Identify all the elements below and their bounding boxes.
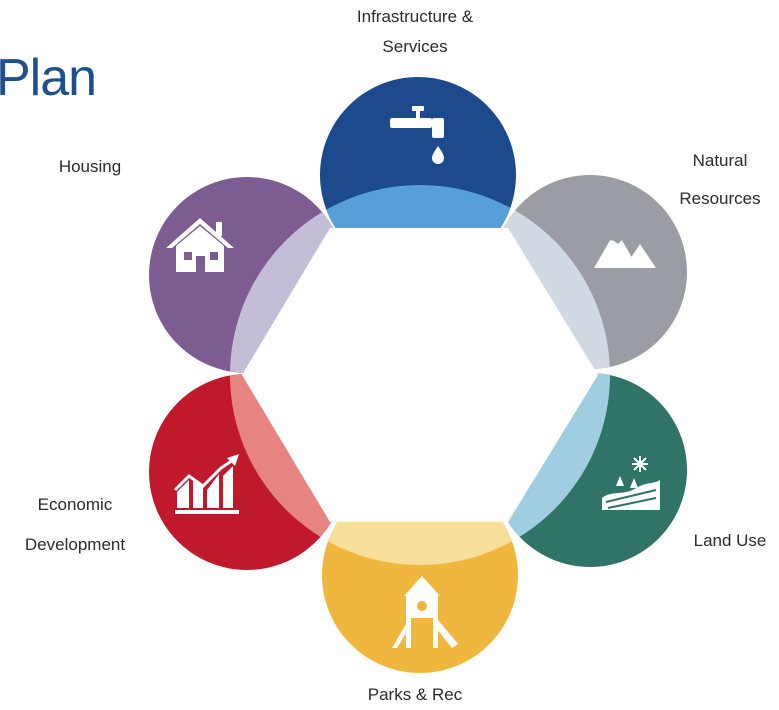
label-infrastructure: Infrastructure & Services	[356, 7, 474, 56]
label-natural-resources: Natural Resources	[679, 151, 761, 208]
label-housing: Housing	[58, 157, 122, 176]
label-economic-development: Economic Development	[24, 495, 126, 554]
playground-icon	[392, 576, 458, 648]
mountains-icon	[594, 230, 656, 268]
label-parks-rec: Parks & Rec	[367, 685, 463, 704]
house-icon	[166, 218, 234, 272]
center-hexagon	[242, 228, 598, 522]
page-title: Plan	[0, 49, 97, 107]
label-land-use: Land Use	[693, 531, 767, 550]
water-faucet-icon	[390, 106, 444, 164]
landscape-icon	[602, 456, 660, 510]
growth-chart-icon	[173, 454, 239, 514]
